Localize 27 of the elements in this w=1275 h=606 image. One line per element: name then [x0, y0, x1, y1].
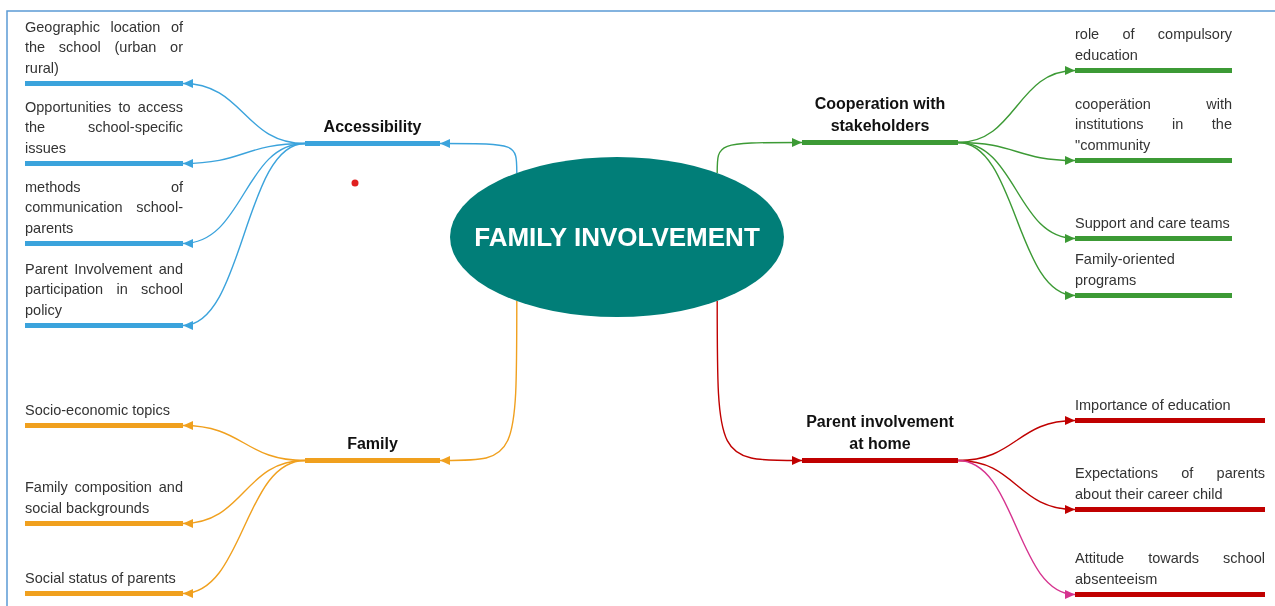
topic-text: Social status of parents — [25, 568, 177, 588]
branch-label: Family — [346, 434, 399, 454]
branch-arrow — [439, 139, 518, 174]
topic-text: Family composition and social backgrounds — [25, 478, 183, 518]
branch-label: Parent involvement at home — [805, 412, 955, 454]
branch-arrow — [182, 459, 306, 597]
topic-text: Family-oriented programs — [1075, 250, 1176, 290]
branch-arrow — [957, 459, 1076, 597]
branch-arrow — [716, 300, 803, 465]
topic-text: Parent Involvement and participation in school policy — [25, 259, 183, 320]
branch-arrow — [716, 138, 803, 174]
topic-text: Expectations of parents about their career child — [1075, 464, 1265, 504]
topic-text: methods of communication school-parents — [25, 177, 183, 238]
central-topic: FAMILY INVOLVEMENT — [474, 222, 760, 252]
branch-label: Accessibility — [322, 117, 423, 137]
topic-text: Support and care teams — [1075, 213, 1231, 233]
topic-text: Socio-economic topics — [25, 400, 172, 420]
topic-text: cooperätion with institutions in the "community — [1075, 94, 1232, 155]
branch-arrow — [957, 141, 1076, 298]
topic-text: Opportunities to access the school-specific issues — [25, 97, 183, 158]
branch-arrow — [439, 300, 518, 465]
topic-text: Importance of education — [1075, 395, 1232, 415]
topic-text: Geographic location of the school (urban or rural) — [25, 17, 183, 78]
topic-text: Attitude towards school absenteeism — [1075, 549, 1265, 589]
topic-text: role of compulsory education — [1075, 25, 1232, 65]
branch-arrow — [182, 142, 306, 328]
branch-label: Cooperation with stakeholders — [813, 94, 947, 136]
